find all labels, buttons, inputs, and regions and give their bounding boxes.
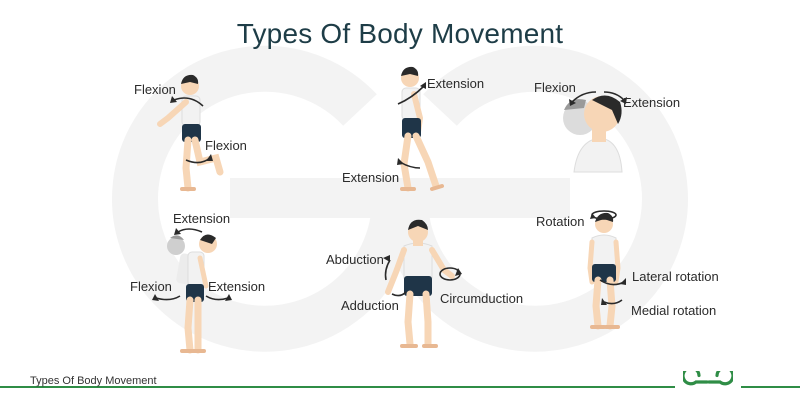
label-trunk-extension-lower: Extension [208,279,266,294]
label-trunk-flexion: Flexion [130,279,172,294]
label-neck-extension: Extension [623,95,681,110]
footer-divider-left [0,386,675,388]
label-trunk-extension-upper: Extension [173,211,231,226]
label-abduction: Abduction [326,252,384,267]
label-circumduction: Circumduction [440,291,524,306]
label-leg-extension-upper: Extension [427,76,485,91]
label-leg-flexion-lower: Flexion [205,138,247,153]
footer-divider-right [741,386,800,388]
label-adduction: Adduction [341,298,399,313]
label-rotation: Rotation [536,214,585,229]
logo [675,365,741,400]
label-lateral-rotation: Lateral rotation [632,269,719,284]
label-neck-flexion: Flexion [534,80,576,95]
label-leg-flexion-upper: Flexion [134,82,176,97]
label-leg-extension-lower: Extension [342,170,400,185]
geeksforgeeks-logo-icon [683,371,733,386]
footer-caption: Types Of Body Movement [30,375,157,387]
label-medial-rotation: Medial rotation [631,303,717,318]
page-title: Types Of Body Movement [236,18,564,49]
